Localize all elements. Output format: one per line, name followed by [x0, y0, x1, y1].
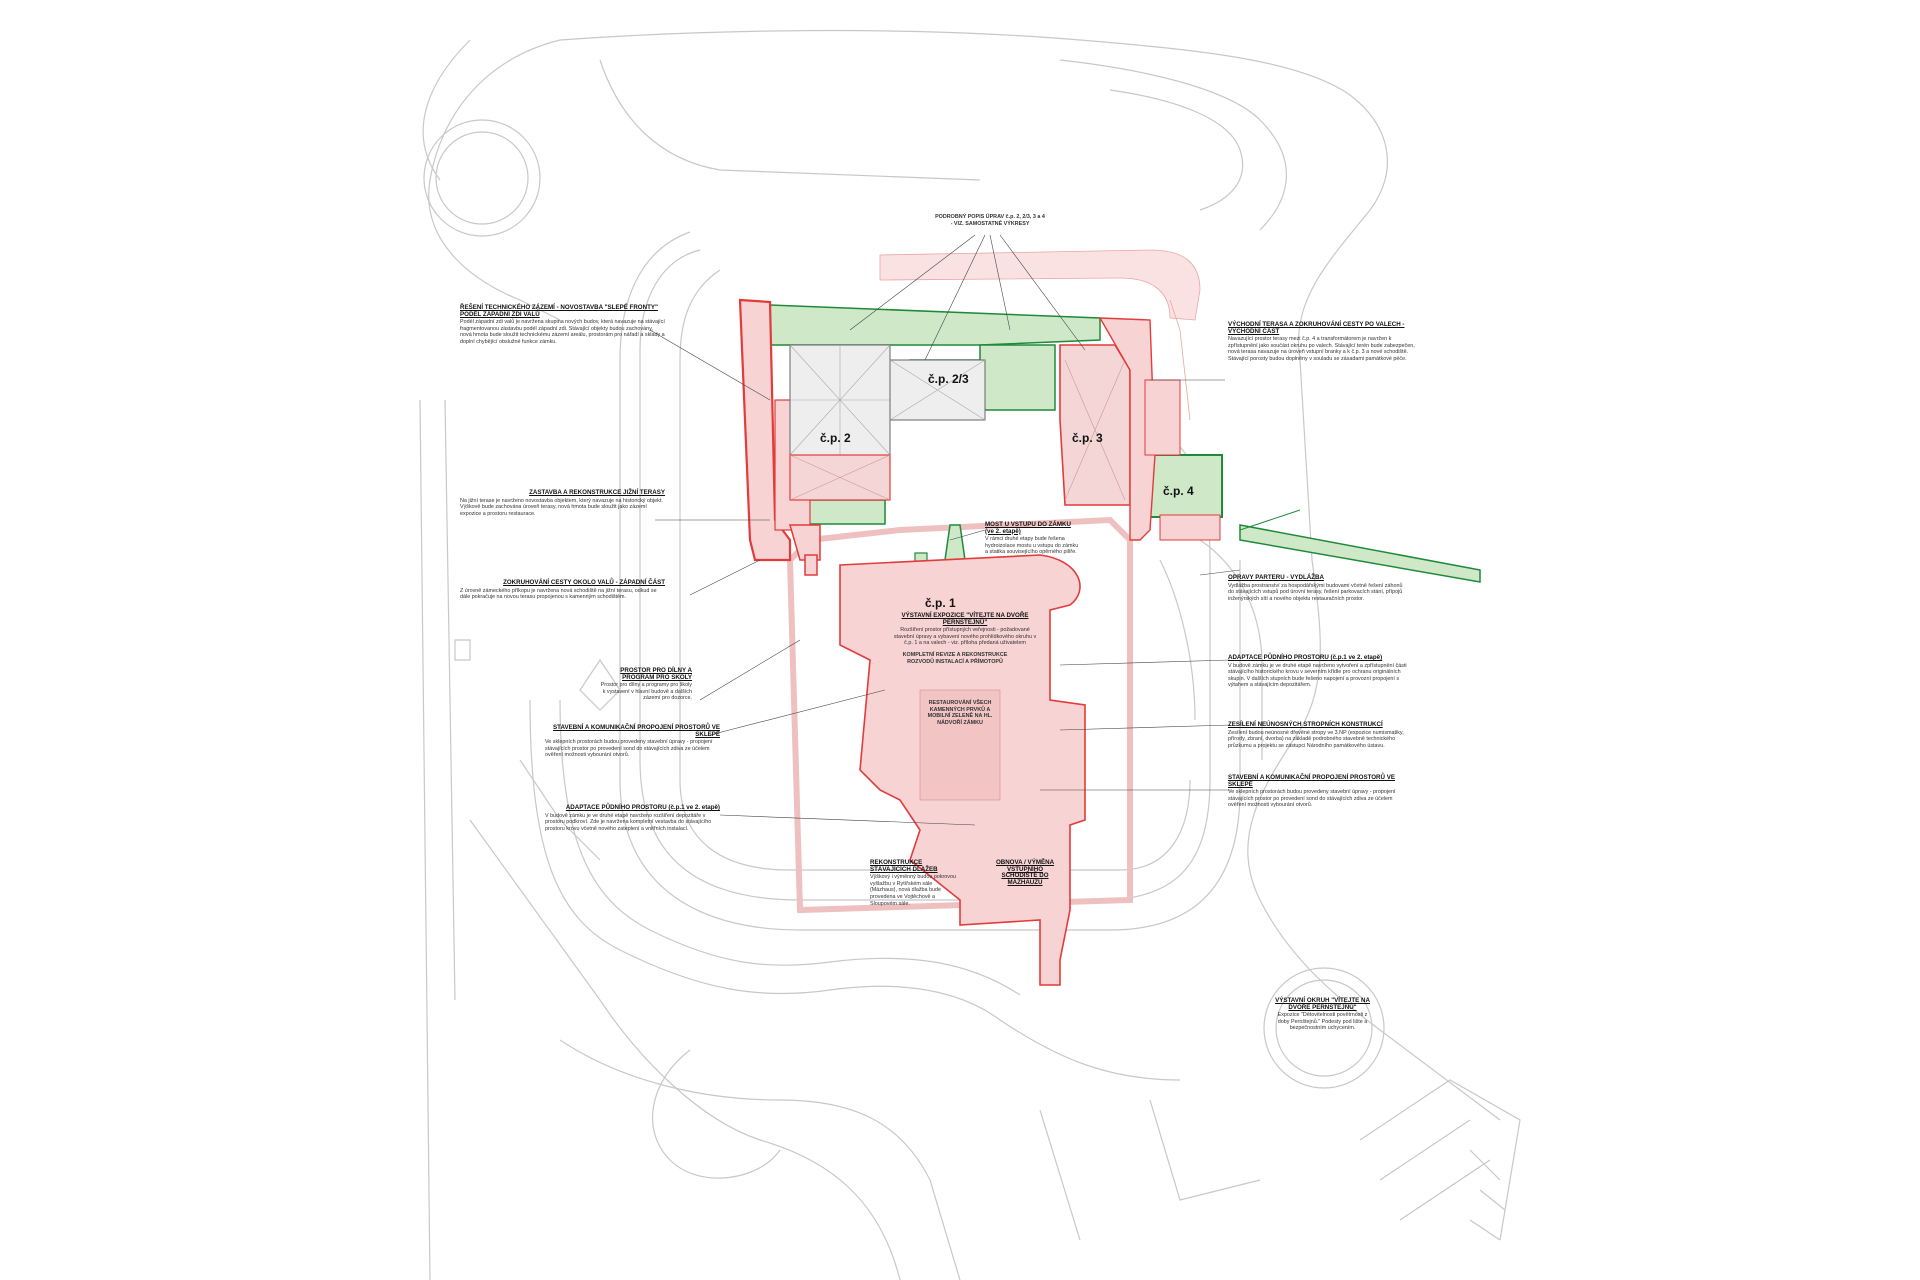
- annotation-tiles: REKONSTRUKCE STÁVAJÍCÍCH DLAŽEB Výškový …: [870, 859, 956, 907]
- inner-courtyard: [919, 689, 1001, 801]
- annotation-parter: OPRAVY PARTERU - VYDLÁŽBA Vydlážba prost…: [1228, 574, 1403, 602]
- north-pink-terrace: [879, 249, 1201, 321]
- label-cp3: č.p. 3: [1072, 431, 1103, 445]
- label-cp1: č.p. 1: [925, 596, 956, 610]
- annotation-ceiling: ZESÍLENÍ NEÚNOSNÝCH STROPNÍCH KONSTRUKCÍ…: [1228, 721, 1404, 749]
- annotation-expo: VÝSTAVNÍ EXPOZICE "VÍTEJTE NA DVOŘE PERN…: [893, 612, 1037, 647]
- red-buildings: [738, 298, 1221, 576]
- annotation-circuit: VÝSTAVNÍ OKRUH "VÍTEJTE NA DVOŘE PERNŠTE…: [1275, 997, 1370, 1032]
- annotation-terrace-south: ZASTAVBA A REKONSTRUKCE JIŽNÍ TERASY Na …: [460, 489, 665, 517]
- label-cp2: č.p. 2: [820, 431, 851, 445]
- annotation-top: PODROBNÝ POPIS ÚPRAV č.p. 2, 2/3, 3 a 4 …: [935, 214, 1045, 227]
- outer-ring: [559, 29, 1501, 1121]
- annotation-revision: KOMPLETNÍ REVIZE A REKONSTRUKCE ROZVODŮ …: [902, 652, 1008, 665]
- label-cp23: č.p. 2/3: [928, 372, 969, 386]
- annotation-bridge: MOST U VSTUPU DO ZÁMKU (ve 2. etapě) V r…: [985, 521, 1079, 556]
- annotation-attic-east: ADAPTACE PŮDNÍHO PROSTORU (č.p.1 ve 2. e…: [1228, 654, 1407, 689]
- bastion-se: [1263, 967, 1385, 1089]
- annotation-east-terrace: VÝCHODNÍ TERASA A ZOKRUHOVÁNÍ CESTY PO V…: [1228, 321, 1415, 362]
- courtyard-halo: [786, 516, 1133, 914]
- annotation-stairs: OBNOVA / VÝMĚNA VSTUPNÍHO SCHODIŠTĚ DO M…: [995, 859, 1055, 886]
- south-road: [529, 699, 1181, 1081]
- annotation-restore: RESTAUROVÁNÍ VŠECH KAMENNÝCH PRVKŮ A MOB…: [927, 700, 993, 726]
- terrain-outlines: [419, 29, 1521, 1280]
- annotation-walk-west: ZOKRUHOVÁNÍ CESTY OKOLO VALŮ - ZÁPADNÍ Č…: [460, 579, 665, 601]
- annotation-cellar-east: STAVEBNÍ A KOMUNIKAČNÍ PROPOJENÍ PROSTOR…: [1228, 774, 1396, 809]
- label-cp4: č.p. 4: [1163, 484, 1194, 498]
- annotation-tech: ŘEŠENÍ TECHNICKÉHO ZÁZEMÍ - NOVOSTAVBA "…: [460, 304, 665, 345]
- bastion-nw: [423, 119, 541, 237]
- annotation-cellar-west: STAVEBNÍ A KOMUNIKAČNÍ PROPOJENÍ PROSTOR…: [545, 724, 720, 759]
- annotation-kids: PROSTOR PRO DÍLNY A PROGRAM PRO ŠKOLY Pr…: [600, 667, 692, 702]
- annotation-attic-west: ADAPTACE PŮDNÍHO PROSTORU (č.p.1 ve 2. e…: [545, 804, 720, 832]
- leader-lines: [649, 234, 1241, 826]
